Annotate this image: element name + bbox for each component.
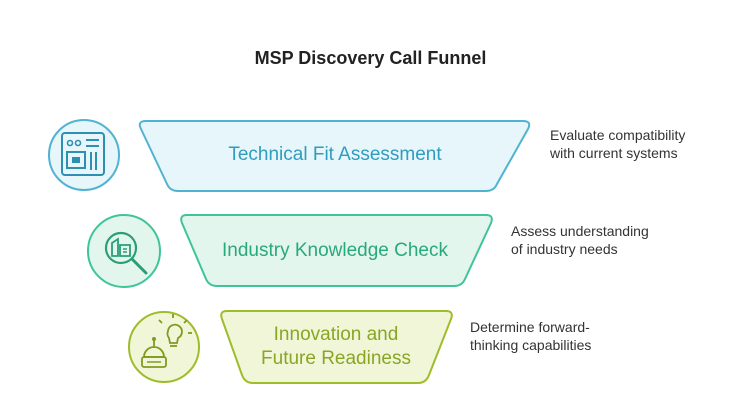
funnel-stage-technical-fit <box>138 120 531 192</box>
funnel-stage-industry-knowledge <box>180 214 493 287</box>
stage-description-technical-fit: Evaluate compatibility with current syst… <box>550 126 735 162</box>
stage-label-technical-fit: Technical Fit Assessment <box>175 140 495 170</box>
description-line: Determine forward- <box>470 319 590 335</box>
stage-label-line: Future Readiness <box>261 348 411 369</box>
description-line: of industry needs <box>511 241 618 257</box>
stage-description-innovation: Determine forward- thinking capabilities <box>470 318 670 354</box>
page-title: MSP Discovery Call Funnel <box>254 48 487 68</box>
stage-label-line: Innovation and <box>273 324 399 345</box>
stage-label-innovation: Innovation and Future Readiness <box>240 322 432 372</box>
lightbulb-robot-icon <box>128 311 200 383</box>
circuit-board-icon <box>48 119 120 191</box>
funnel-stage-innovation <box>220 310 453 384</box>
description-line: Evaluate compatibility <box>550 127 686 143</box>
description-line: with current systems <box>550 145 678 161</box>
description-line: thinking capabilities <box>470 337 592 353</box>
description-line: Assess understanding <box>511 223 649 239</box>
magnify-building-icon <box>87 214 161 288</box>
stage-label-text: Technical Fit Assessment <box>228 144 442 165</box>
stage-label-text: Industry Knowledge Check <box>221 240 448 261</box>
stage-description-industry-knowledge: Assess understanding of industry needs <box>511 222 711 258</box>
stage-label-industry-knowledge: Industry Knowledge Check <box>205 236 465 266</box>
